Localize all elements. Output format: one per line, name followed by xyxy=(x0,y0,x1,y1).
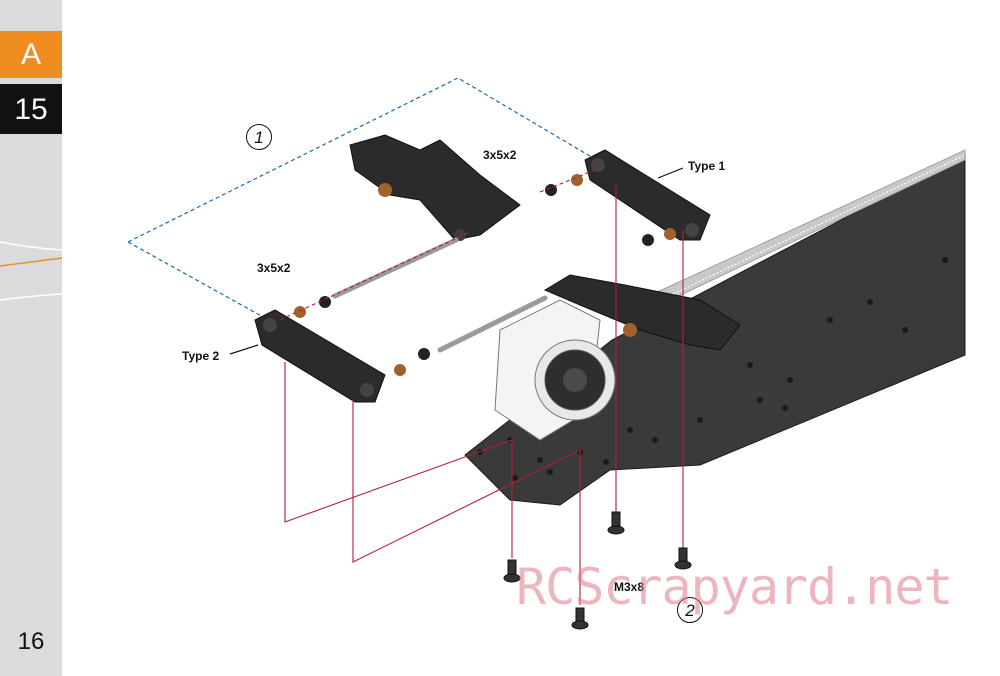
page-number: 16 xyxy=(17,628,45,655)
upper-suspension-arm xyxy=(349,134,521,241)
subassembly-outline xyxy=(127,77,606,243)
sidebar: A 15 16 xyxy=(0,0,62,676)
lower-suspension-arm xyxy=(543,274,741,351)
section-tab: A xyxy=(0,31,62,78)
assembly-drawing xyxy=(127,77,966,630)
type-1-label: Type 1 xyxy=(688,159,726,173)
screw-label: M3x8 xyxy=(614,580,645,594)
differential-assembly xyxy=(494,299,616,441)
spacer-label-lower: 3x5x2 xyxy=(257,261,291,275)
alignment-lines xyxy=(279,167,684,605)
type-1-arrow xyxy=(657,167,684,179)
type-2-mount-block xyxy=(254,309,386,403)
step-1-marker: 1 xyxy=(246,124,272,150)
step-2-marker: 2 xyxy=(677,597,703,623)
hinge-pin xyxy=(437,295,548,353)
spacers xyxy=(294,174,676,376)
type-2-arrow xyxy=(229,344,259,355)
watermark: RCScrapyard.net xyxy=(516,558,954,616)
type-2-label: Type 2 xyxy=(182,349,220,363)
sidebar-swoosh-decoration xyxy=(0,241,62,301)
chassis-holes xyxy=(477,257,948,481)
hinge-pin xyxy=(332,237,459,299)
m3x8-screws xyxy=(503,511,692,630)
step-number-tab: 15 xyxy=(0,84,62,134)
spacer-label-upper: 3x5x2 xyxy=(483,148,517,162)
type-1-mount-block xyxy=(584,149,711,241)
